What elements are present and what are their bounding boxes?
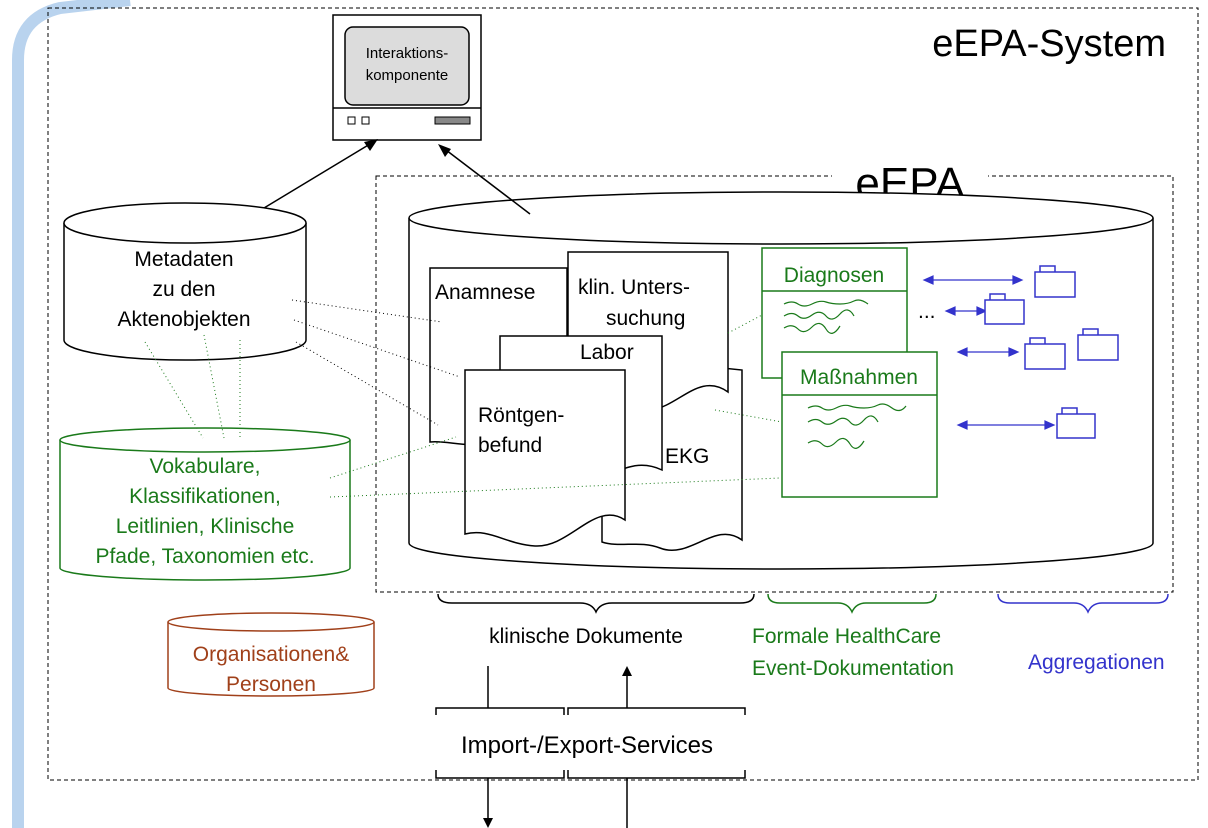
doc-klin-label-1: klin. Unters-	[578, 276, 690, 299]
monitor-button-icon	[361, 116, 370, 125]
folder-icon	[1024, 337, 1066, 370]
connector-arrows	[263, 139, 531, 215]
organisations-label-2: Personen	[226, 673, 316, 696]
doc-roentgenbefund	[464, 369, 626, 547]
scribble-line	[807, 415, 879, 426]
doc-roentgen-label-2: befund	[478, 434, 542, 457]
doc-roentgen-label-1: Röntgen-	[478, 404, 564, 427]
scribble-line	[807, 403, 907, 412]
formale-label-1: Formale HealthCare	[752, 625, 941, 648]
klinische-dokumente-label: klinische Dokumente	[489, 625, 683, 648]
vocabulary-cylinder: Vokabulare, Klassifikationen, Leitlinien…	[59, 427, 351, 581]
eepa-frame	[375, 175, 1174, 593]
vocabulary-label-2: Klassifikationen,	[129, 485, 281, 508]
doc-labor-label: Labor	[580, 341, 634, 364]
import-export-box: Import-/Export-Services	[435, 707, 746, 779]
doc-anamnese-label: Anamnese	[435, 281, 535, 304]
diagnosen-label: Diagnosen	[784, 264, 884, 287]
formale-label-2: Event-Dokumentation	[752, 657, 954, 680]
folder-icon	[1056, 407, 1096, 439]
eepa-system-frame	[47, 7, 1199, 781]
doc-klin-label-2: suchung	[606, 307, 685, 330]
import-export-label: Import-/Export-Services	[461, 732, 713, 759]
brace-aggregationen	[997, 593, 1169, 614]
massnahmen-box: Maßnahmen	[781, 351, 938, 498]
eepa-system-title: eEPA-System	[932, 23, 1166, 65]
monitor-drive-icon	[434, 116, 471, 125]
aggregation-arrows	[922, 275, 1056, 430]
vocabulary-label-3: Leitlinien, Klinische	[116, 515, 295, 538]
ellipsis-label: ...	[918, 300, 936, 323]
interaction-monitor: Interaktions- komponente	[332, 14, 482, 141]
interaction-label-2: komponente	[366, 67, 449, 84]
doc-ekg-label: EKG	[665, 445, 709, 468]
folder-icon	[984, 293, 1025, 325]
scribble-line	[807, 437, 865, 449]
frame-accent	[12, 0, 131, 828]
brace-formale-dokumentation	[767, 593, 937, 614]
monitor-button-icon	[347, 116, 356, 125]
metadata-cylinder: Metadaten zu den Aktenobjekten	[63, 202, 307, 361]
scribble-line	[783, 309, 855, 320]
doc-ekg	[601, 359, 743, 551]
scribble-line	[783, 299, 869, 307]
vocabulary-label-4: Pfade, Taxonomien etc.	[95, 545, 314, 568]
massnahmen-label: Maßnahmen	[800, 366, 918, 389]
metadata-label-3: Aktenobjekten	[117, 308, 250, 331]
brace-klinische-dokumente	[437, 593, 755, 614]
folder-icon	[1077, 328, 1119, 361]
vocabulary-connectors	[144, 314, 783, 498]
organisations-cylinder: Organisationen& Personen	[167, 612, 375, 697]
vocabulary-label-1: Vokabulare,	[150, 455, 261, 478]
io-arrows	[483, 666, 632, 828]
metadata-label-2: zu den	[152, 278, 215, 301]
scribble-line	[783, 322, 841, 334]
organisations-label-1: Organisationen&	[193, 643, 349, 666]
interaction-label-1: Interaktions-	[366, 45, 449, 62]
folder-icon	[1034, 265, 1076, 298]
metadata-label-1: Metadaten	[134, 248, 233, 271]
aggregationen-label: Aggregationen	[1028, 651, 1165, 674]
